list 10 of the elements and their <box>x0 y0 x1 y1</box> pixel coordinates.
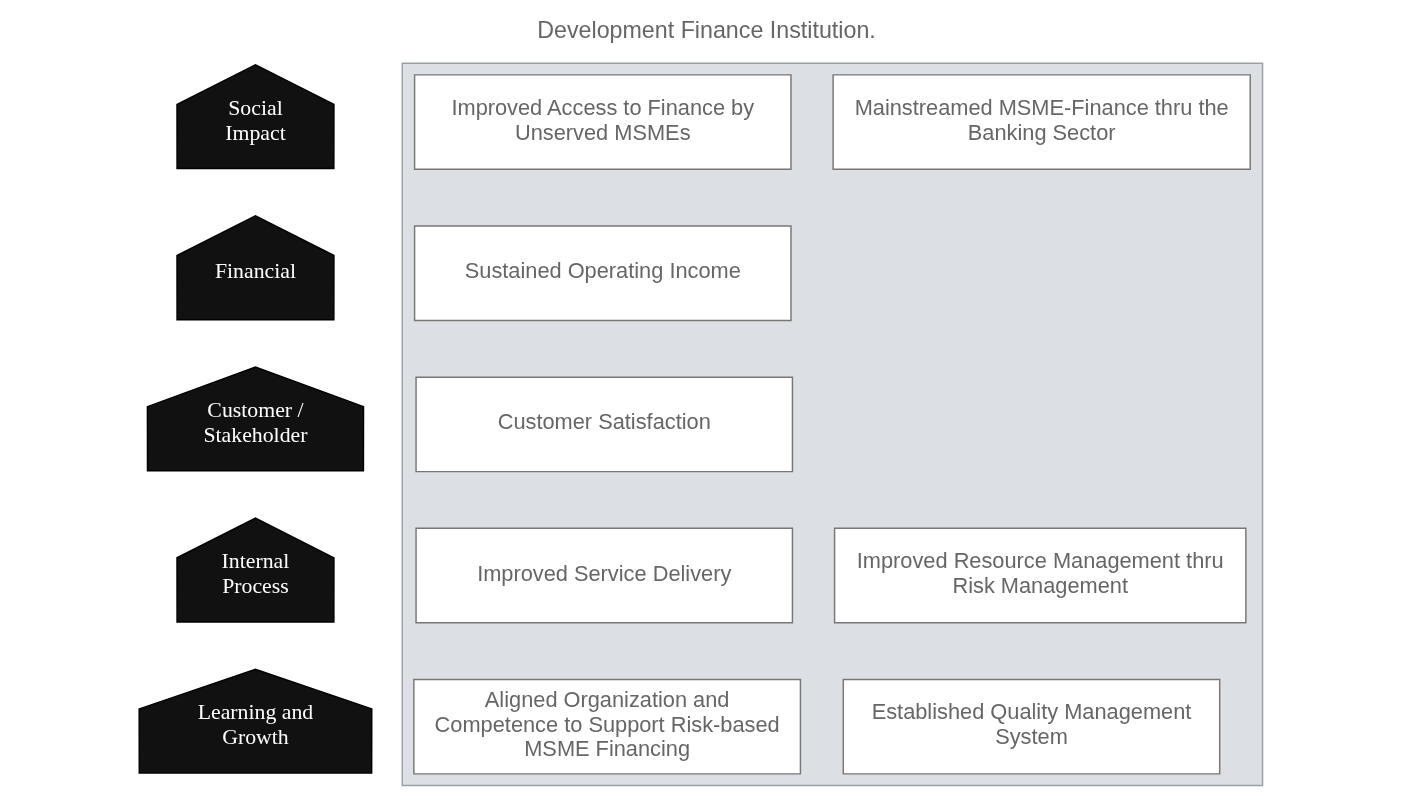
node-box: Established Quality Management System <box>842 678 1221 775</box>
cluster <box>401 62 1264 787</box>
node-box: Improved Service Delivery <box>415 527 794 624</box>
node-box: Customer Satisfaction <box>415 376 794 473</box>
node-box: Mainstreamed MSME-Finance thru the Banking Sector <box>832 74 1251 171</box>
node-box: Sustained Operating Income <box>413 225 792 322</box>
node-box: Improved Resource Management thru Risk Management <box>833 527 1247 624</box>
node-box: Improved Access to Finance by Unserved MSMEs <box>413 74 792 171</box>
node-box: Aligned Organization and Competence to Support Risk-based MSME Financing <box>413 678 802 775</box>
diagram-title: Development Finance Institution. <box>537 17 876 44</box>
